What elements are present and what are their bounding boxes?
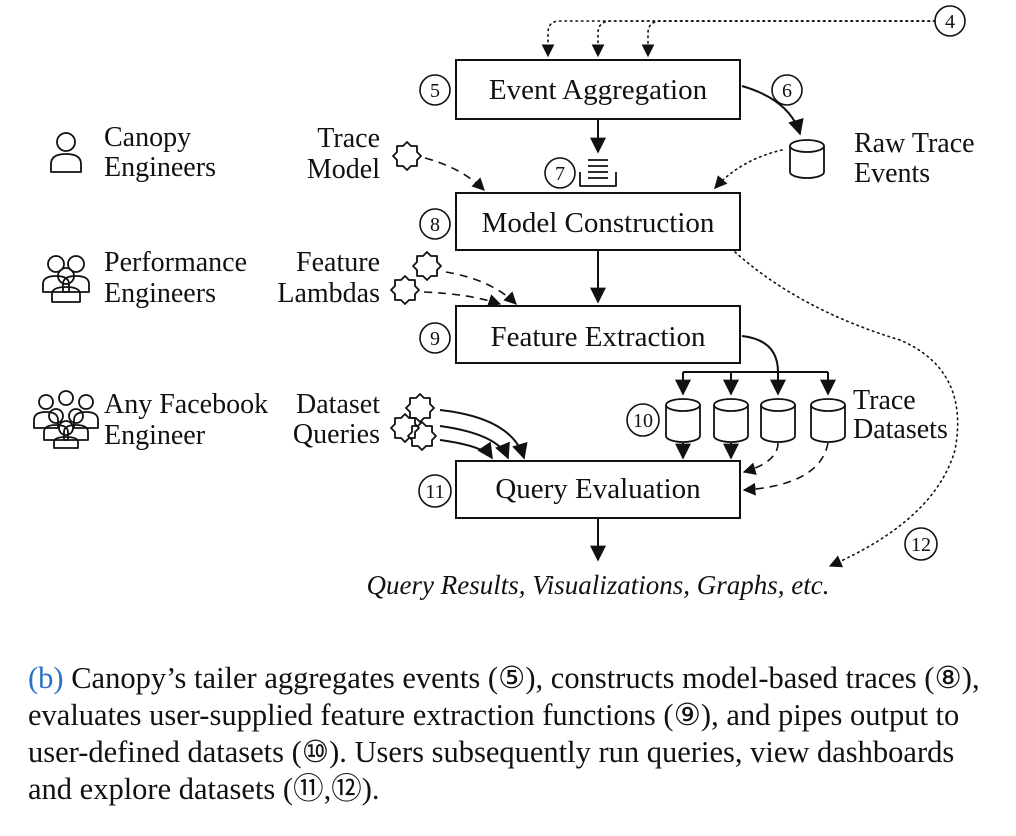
figure-caption: (b) Canopy’s tailer aggregates events (⑤… (28, 660, 988, 808)
query-evaluation-box: Query Evaluation (455, 460, 741, 519)
raw-trace-events-label-2: Events (854, 158, 930, 189)
svg-text:Feature Extraction: Feature Extraction (491, 321, 706, 353)
svg-text:12: 12 (911, 534, 931, 556)
svg-text:4: 4 (945, 11, 955, 33)
step-4-badge: 4 (934, 5, 966, 37)
step-8-badge: 8 (419, 208, 451, 240)
step-6-badge: 6 (771, 74, 803, 106)
dataset-queries-label: Dataset (296, 389, 380, 420)
raw-trace-events-label: Raw Trace (854, 128, 975, 159)
dataset-query-gear-icon-2 (390, 413, 420, 443)
step-10-badge: 10 (626, 403, 660, 437)
svg-text:6: 6 (782, 80, 792, 102)
svg-text:11: 11 (425, 481, 444, 503)
dataset-queries-label-2: Queries (293, 419, 380, 450)
performance-engineers-label-2: Engineers (104, 278, 216, 309)
any-facebook-engineer-label-2: Engineer (104, 420, 206, 451)
svg-text:Query Evaluation: Query Evaluation (495, 473, 701, 505)
trace-dataset-db-icon (760, 398, 796, 443)
feature-lambdas-label-2: Lambdas (277, 278, 380, 309)
step-9-badge: 9 (419, 322, 451, 354)
feature-lambda-gear-icon-2 (390, 275, 420, 305)
svg-text:8: 8 (430, 214, 440, 236)
caption-text: Canopy’s tailer aggregates events (⑤), c… (28, 661, 980, 806)
feature-extraction-box: Feature Extraction (455, 305, 741, 364)
step-7-badge: 7 (544, 157, 576, 189)
queue-icon (579, 159, 617, 187)
trace-model-label-2: Model (307, 154, 380, 185)
trace-dataset-db-icon (810, 398, 846, 443)
canopy-engineers-label-2: Engineers (104, 152, 216, 183)
trace-datasets-label-2: Datasets (853, 414, 948, 445)
query-results-label: Query Results, Visualizations, Graphs, e… (367, 570, 830, 600)
svg-text:5: 5 (430, 80, 440, 102)
model-construction-box: Model Construction (455, 192, 741, 251)
tailer-pipeline-diagram: 4 Event Aggregation 5 6 Raw Trace Events… (33, 5, 975, 600)
trace-model-label: Trace (317, 123, 380, 154)
performance-engineers-label: Performance (104, 247, 247, 278)
caption-tag: (b) (28, 661, 64, 695)
step-5-badge: 5 (419, 74, 451, 106)
svg-text:Event Aggregation: Event Aggregation (489, 74, 708, 106)
step-12-badge: 12 (904, 527, 938, 561)
trace-datasets-label: Trace (853, 385, 916, 416)
svg-text:10: 10 (633, 410, 653, 432)
svg-text:7: 7 (555, 163, 565, 185)
svg-text:Model Construction: Model Construction (482, 207, 715, 239)
step-11-badge: 11 (418, 474, 452, 508)
trace-dataset-db-icon (713, 398, 749, 443)
event-aggregation-box: Event Aggregation (455, 59, 741, 120)
svg-text:9: 9 (430, 328, 440, 350)
feature-lambdas-label: Feature (296, 247, 380, 278)
feature-lambda-gear-icon (412, 251, 442, 281)
trace-dataset-db-icon (665, 398, 701, 443)
canopy-engineers-label: Canopy (104, 122, 191, 153)
dataset-query-gear-icon-3 (407, 421, 437, 451)
raw-trace-events-db-icon (789, 139, 825, 179)
any-facebook-engineer-label: Any Facebook (104, 389, 268, 420)
person-icon (50, 132, 82, 173)
crowd-icon (33, 390, 99, 449)
trace-model-gear-icon (392, 141, 422, 171)
group-icon (42, 255, 90, 303)
